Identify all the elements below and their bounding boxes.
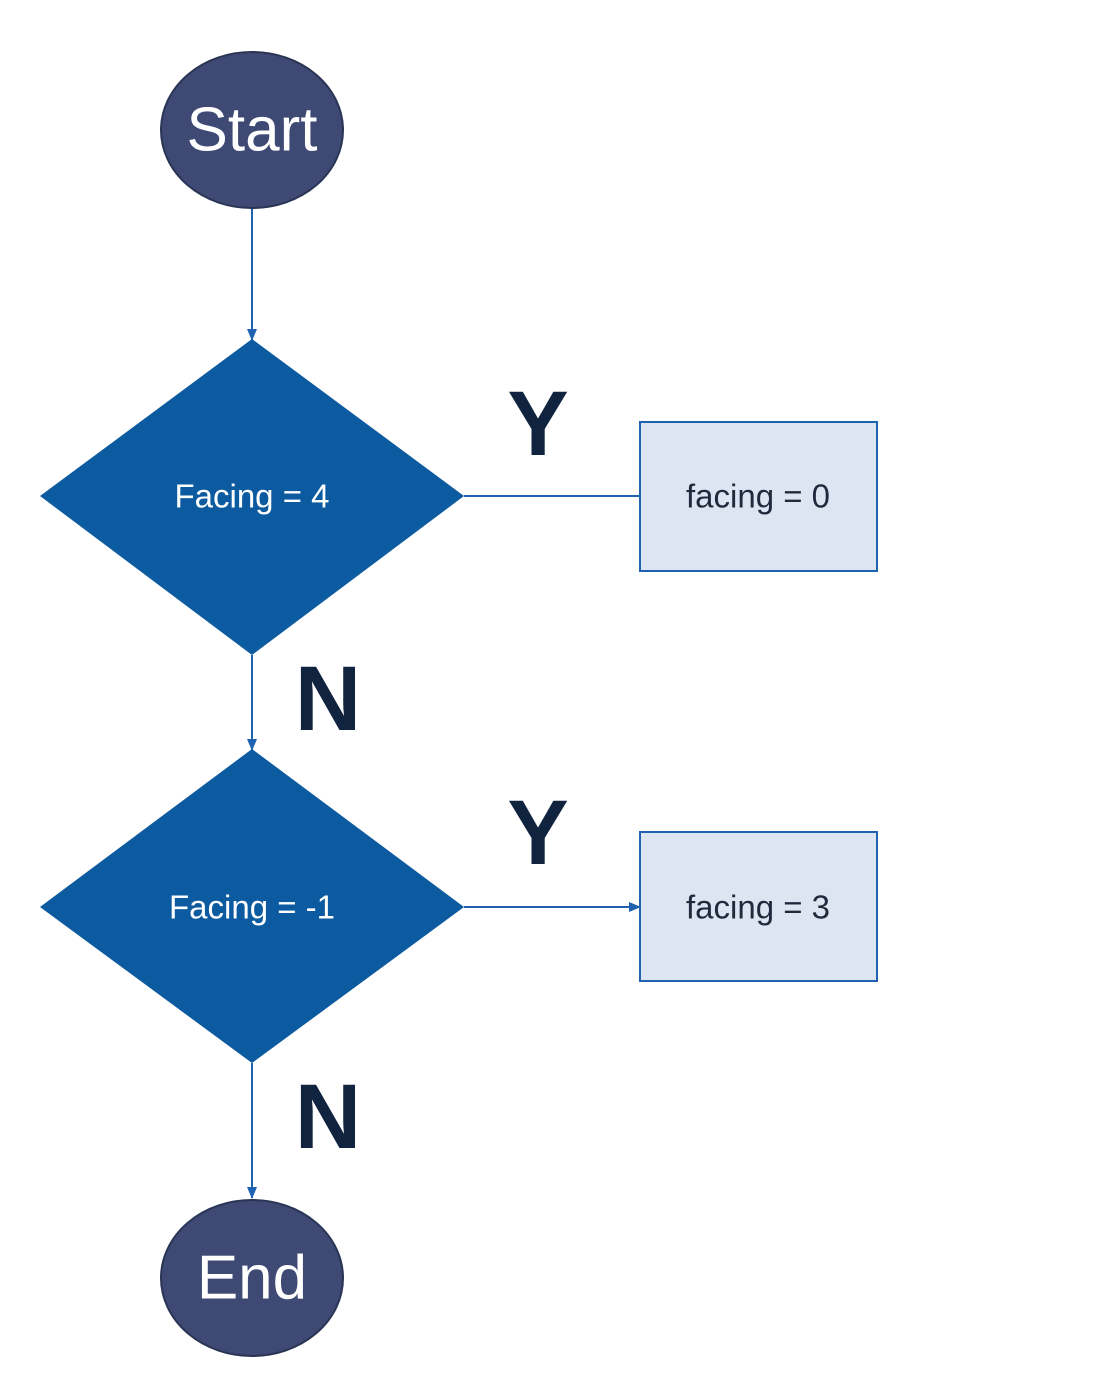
decision-node-2: Facing = -1 — [40, 749, 464, 1063]
decision-2-yes-label: Y — [507, 782, 568, 884]
decision-2-label: Facing = -1 — [169, 889, 335, 926]
process-2-label: facing = 3 — [686, 889, 830, 926]
decision-node-1: Facing = 4 — [40, 339, 464, 655]
start-label: Start — [187, 96, 318, 165]
end-label: End — [197, 1244, 307, 1313]
process-node-1: facing = 0 — [639, 421, 878, 572]
process-1-label: facing = 0 — [686, 478, 830, 515]
decision-1-no-label: N — [295, 648, 361, 750]
decision-1-label: Facing = 4 — [174, 478, 329, 515]
end-node: End — [160, 1199, 344, 1357]
start-node: Start — [160, 51, 344, 209]
decision-2-no-label: N — [295, 1066, 361, 1168]
decision-1-yes-label: Y — [507, 373, 568, 475]
process-node-2: facing = 3 — [639, 831, 878, 982]
